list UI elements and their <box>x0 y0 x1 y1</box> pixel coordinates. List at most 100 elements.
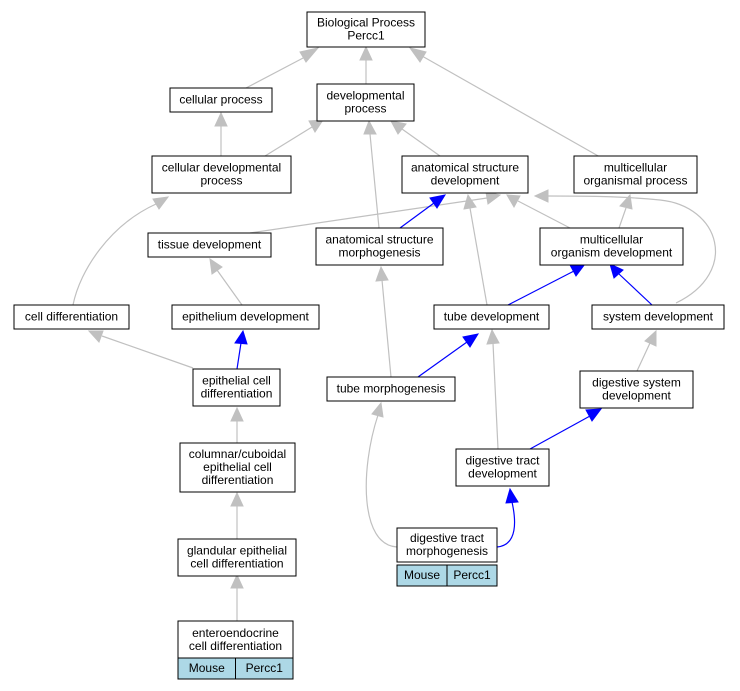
edge-asd-to-dp-arrowhead <box>390 120 407 135</box>
edge-cdp-to-cp-arrowhead <box>214 111 228 127</box>
edge-dtm-to-tm <box>365 414 398 548</box>
term-box <box>179 442 296 493</box>
edge-cced-to-ecd-arrowhead <box>230 406 244 422</box>
term-label-line: Biological Process <box>317 16 415 30</box>
term-label-line: Percc1 <box>347 29 385 43</box>
term-node-cp[interactable]: cellular process <box>169 87 273 113</box>
edge-ed-to-td <box>216 269 243 306</box>
edge-tubed-to-mod-arrowhead <box>569 263 587 277</box>
edge-mod-to-asd <box>517 200 571 229</box>
term-label-line: development <box>602 389 671 403</box>
edge-cd-to-cdp-arrowhead <box>152 196 170 210</box>
edge-tm-to-asm <box>381 279 392 378</box>
term-box <box>433 304 550 330</box>
edge-asd-to-dp <box>401 128 441 157</box>
term-label-line: morphogenesis <box>406 544 488 558</box>
term-node-td[interactable]: tissue development <box>147 232 272 258</box>
edge-mod-to-mop-arrowhead <box>619 193 633 210</box>
term-label-line: process <box>200 174 242 188</box>
edge-tubed-to-asd <box>469 207 488 306</box>
term-node-ed[interactable]: epithelium development <box>171 304 320 330</box>
edge-sd-to-asd-arrowhead <box>533 189 549 203</box>
edge-tm-to-asm-arrowhead <box>375 265 389 282</box>
term-label-line: anatomical structure <box>325 233 433 247</box>
term-box <box>455 448 550 487</box>
edge-cd-to-cdp <box>72 203 157 306</box>
term-label-line: tube morphogenesis <box>337 382 446 396</box>
term-box <box>573 155 698 194</box>
edge-dtm-to-dtd <box>496 501 516 548</box>
edge-dtd-to-tubed-arrowhead <box>486 328 500 345</box>
edge-ecd-to-ed-arrowhead <box>234 329 248 345</box>
term-box <box>401 155 529 194</box>
term-label-line: enteroendocrine <box>192 626 279 640</box>
term-label-line: digestive system <box>592 376 681 390</box>
edge-td-to-asd <box>249 197 488 234</box>
term-box <box>177 620 294 660</box>
term-node-sd[interactable]: system development <box>591 304 725 330</box>
term-label-line: cell differentiation <box>190 557 283 571</box>
term-box <box>147 232 272 258</box>
term-box <box>13 304 130 330</box>
edge-mop-to-bp <box>421 55 601 158</box>
edge-tm-to-tubed-arrowhead <box>462 333 480 348</box>
term-box <box>177 538 297 577</box>
term-label-line: columnar/cuboidal <box>189 447 286 461</box>
term-node-tubed[interactable]: tube development <box>433 304 550 330</box>
edge-dp-to-bp-arrowhead <box>359 45 373 61</box>
term-label-line: glandular epithelial <box>187 544 287 558</box>
edge-asm-to-asd-arrowhead <box>429 194 447 209</box>
term-label-line: cell differentiation <box>25 310 118 324</box>
term-box <box>316 83 415 122</box>
edge-cdp-to-dp-arrowhead <box>308 119 324 133</box>
term-label-line: organism development <box>551 246 673 260</box>
term-label-line: developmental <box>326 89 404 103</box>
term-box <box>315 227 444 266</box>
term-label-line: epithelial cell <box>202 374 271 388</box>
term-label-line: multicellular <box>580 233 643 247</box>
species-label: Mouse <box>404 568 440 582</box>
edge-ecd-to-cd <box>101 335 194 369</box>
term-label-line: epithelium development <box>182 310 309 324</box>
term-label-line: cell differentiation <box>189 639 282 653</box>
edge-tm-to-tubed <box>417 341 468 378</box>
edge-eecd-to-gecd-arrowhead <box>230 573 244 589</box>
term-box <box>579 370 694 409</box>
term-box <box>306 11 426 48</box>
term-label-line: tissue development <box>158 238 262 252</box>
gene-badge[interactable] <box>446 564 498 587</box>
term-label-line: digestive tract <box>410 531 485 545</box>
term-node-cd[interactable]: cell differentiation <box>13 304 130 330</box>
edge-dtd-to-dsd-arrowhead <box>585 408 603 422</box>
edge-ecd-to-cd-arrowhead <box>87 330 104 343</box>
term-box <box>171 304 320 330</box>
edge-tubed-to-mod <box>507 270 575 306</box>
term-box <box>326 376 456 402</box>
gene-badge[interactable] <box>235 657 294 680</box>
term-label-line: differentiation <box>201 387 273 401</box>
edge-sd-to-mod-arrowhead <box>609 263 624 279</box>
term-node-tm[interactable]: tube morphogenesis <box>326 376 456 402</box>
edge-sd-to-sd-parent-dsd <box>636 342 651 372</box>
term-label-line: system development <box>603 310 714 324</box>
term-box <box>169 87 273 113</box>
edge-asm-to-asd <box>399 202 435 229</box>
term-label-line: organismal process <box>583 174 687 188</box>
edge-sd-to-mod <box>618 273 653 306</box>
